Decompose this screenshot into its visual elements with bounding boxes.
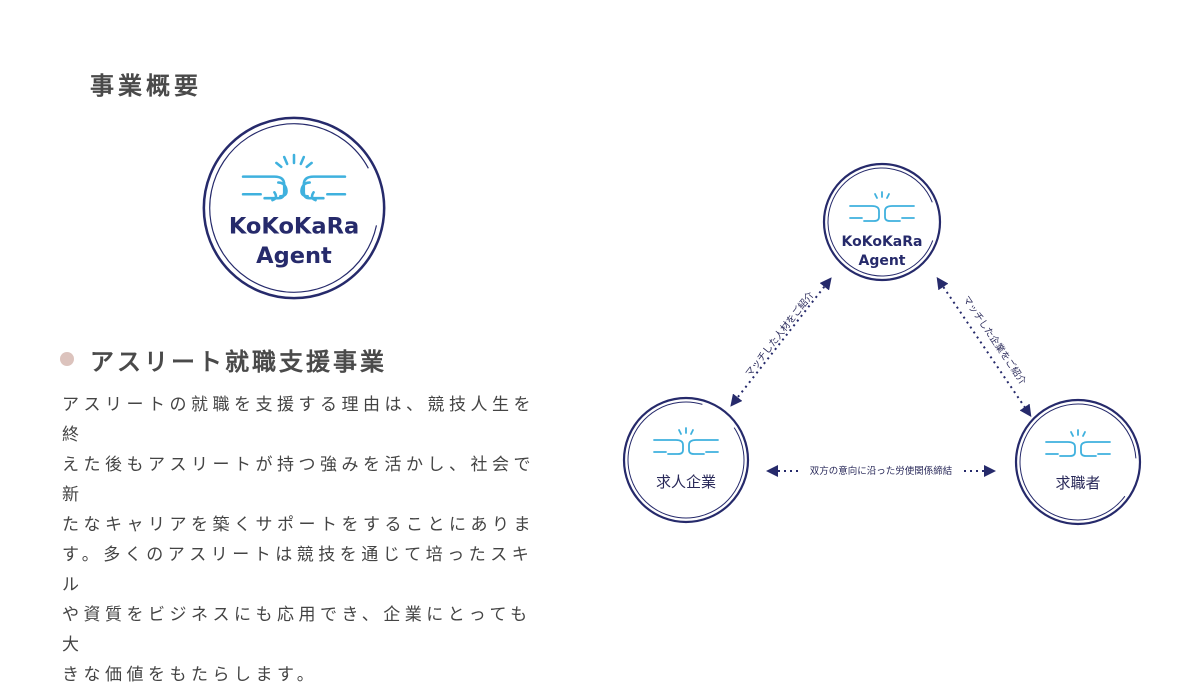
body-line: す。多くのアスリートは競技を通じて培ったスキル: [62, 545, 534, 595]
relationship-diagram: KoKoKaRa Agent 求人企業 求職者 マッチした人材をご紹介: [622, 162, 1142, 526]
body-line: きな価値をもたらします。: [62, 665, 319, 685]
center-node-line2: Agent: [858, 253, 905, 269]
section-heading: アスリート就職支援事業: [90, 348, 387, 376]
page-title: 事業概要: [90, 72, 202, 100]
bottom-edge-label: 双方の意向に沿った労使関係締結: [810, 465, 953, 477]
body-line: アスリートの就職を支援する理由は、競技人生を終: [62, 395, 535, 445]
edge-company-jobseeker: 双方の意向に沿った労使関係締結: [766, 465, 996, 477]
left-edge-label: マッチした人材をご紹介: [743, 289, 817, 379]
company-node-label: 求人企業: [656, 473, 716, 491]
fist-bump-icon: [849, 191, 915, 222]
fist-bump-icon: [653, 427, 719, 455]
body-text: アスリートの就職を支援する理由は、競技人生を終 えた後もアスリートが持つ強みを活…: [62, 390, 548, 690]
section-bullet: [60, 352, 74, 366]
kokokara-logo: KoKoKaRa Agent: [202, 116, 386, 300]
node-jobseeker: 求職者: [1014, 398, 1142, 526]
edge-agent-jobseeker: マッチした企業をご紹介: [936, 277, 1032, 417]
body-line: たなキャリアを築くサポートをすることにありま: [62, 515, 535, 535]
node-company: 求人企業: [622, 396, 750, 524]
jobseeker-node-label: 求職者: [1055, 474, 1100, 492]
body-line: えた後もアスリートが持つ強みを活かし、社会で新: [62, 455, 535, 505]
right-edge-label: マッチした企業をご紹介: [960, 294, 1029, 388]
edge-agent-company: マッチした人材をご紹介: [730, 277, 832, 407]
center-node-line1: KoKoKaRa: [842, 234, 923, 250]
node-agent: KoKoKaRa Agent: [822, 162, 942, 282]
logo-text-line1: KoKoKaRa: [229, 213, 359, 239]
fist-bump-icon: [1045, 429, 1111, 457]
fist-bump-icon: [241, 153, 347, 202]
logo-text-line2: Agent: [256, 243, 332, 269]
body-line: や資質をビジネスにも応用でき、企業にとっても大: [62, 605, 532, 655]
